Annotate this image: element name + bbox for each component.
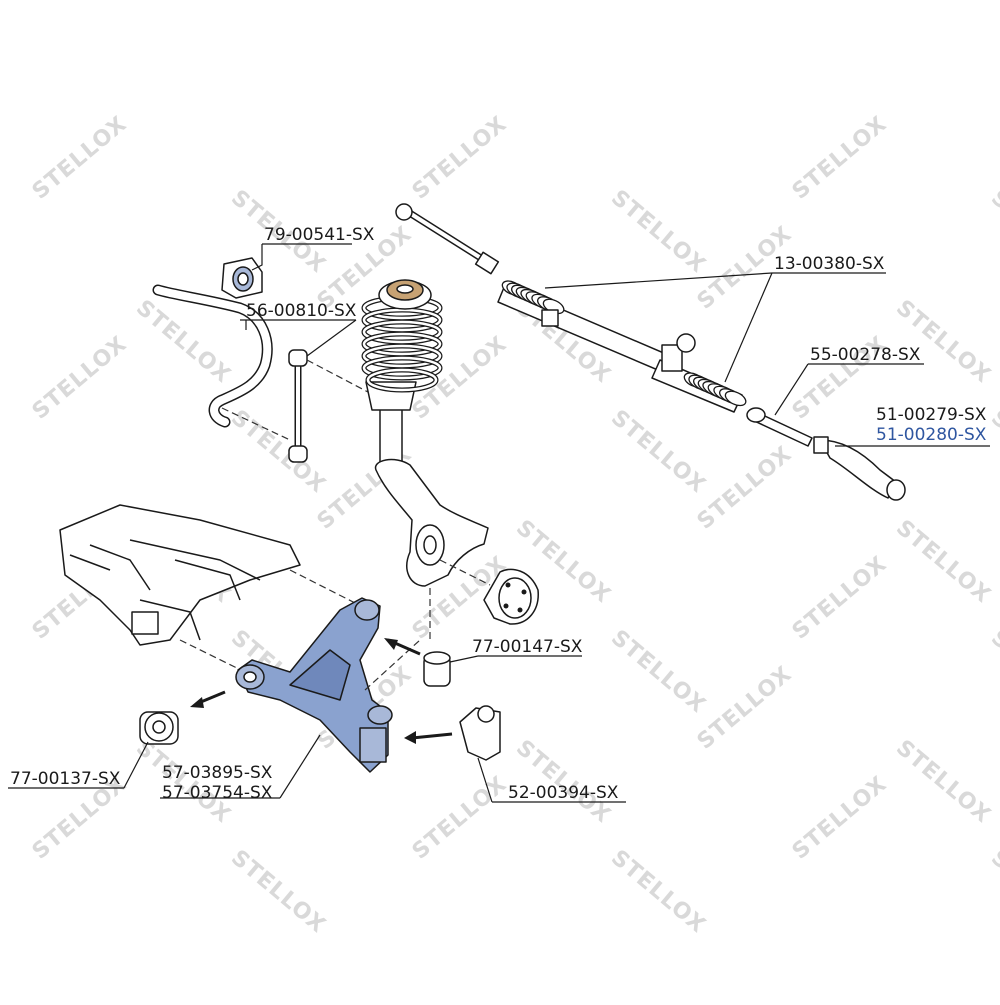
spring-coil: [362, 320, 442, 344]
part-labels: 79-00541-SX 56-00810-SX 13-00380-SX 55-0…: [10, 225, 987, 803]
label-control-arm-2: 57-03754-SX: [162, 783, 273, 803]
stabilizer-bushing-part: [221, 257, 263, 299]
label-arm-bushing-rear: 77-00137-SX: [10, 769, 121, 789]
tie-rod-end-part: [813, 436, 906, 501]
watermark-text: STELLOX: [986, 625, 1000, 718]
watermark-text: STELLOX: [408, 112, 512, 205]
spring-coil: [362, 344, 442, 368]
watermark-text: STELLOX: [788, 552, 892, 645]
watermark-text: STELLOX: [986, 185, 1000, 278]
label-arm-bushing-front: 77-00147-SX: [472, 637, 583, 657]
watermark-text: STELLOX: [891, 735, 995, 828]
leader-lines: [8, 243, 990, 803]
label-tie-rod: 55-00278-SX: [810, 345, 921, 365]
spring-coil: [362, 332, 442, 356]
label-stabilizer-link: 56-00810-SX: [246, 301, 357, 321]
spring-coil: [366, 368, 438, 392]
steering-knuckle: [374, 458, 491, 640]
watermark-text: STELLOX: [226, 405, 330, 498]
watermark-text: STELLOX: [511, 735, 615, 828]
watermark-text: STELLOX: [891, 515, 995, 608]
inner-tie-rod-part: [746, 407, 813, 447]
watermark-text: STELLOX: [606, 625, 710, 718]
watermark-text: STELLOX: [606, 405, 710, 498]
label-steering-rack: 13-00380-SX: [774, 254, 885, 274]
steering-rack-part: [497, 280, 747, 413]
watermark-text: STELLOX: [408, 772, 512, 865]
rack-boot-right: [683, 372, 747, 407]
watermark-text: STELLOX: [891, 295, 995, 388]
stabilizer-link-part: [288, 349, 369, 463]
watermark-text: STELLOX: [788, 112, 892, 205]
label-tie-rod-end-right: 51-00280-SX: [876, 425, 987, 445]
watermark-text: STELLOX: [28, 112, 132, 205]
coil-spring: [361, 295, 443, 393]
label-tie-rod-end-left: 51-00279-SX: [876, 405, 987, 425]
watermark-text: STELLOX: [788, 772, 892, 865]
label-stabilizer-bushing: 79-00541-SX: [264, 225, 375, 245]
watermark-text: STELLOX: [226, 845, 330, 938]
strut-assembly: [361, 279, 443, 476]
watermark-text: STELLOX: [606, 185, 710, 278]
watermark-text: STELLOX: [986, 405, 1000, 498]
label-ball-joint: 52-00394-SX: [508, 783, 619, 803]
lower-control-arm-part: [235, 597, 421, 773]
arm-bushing-rear-part: [139, 690, 226, 745]
left-tie-rod: [395, 203, 500, 275]
arm-bushing-front-part: [384, 638, 451, 687]
label-control-arm-1: 57-03895-SX: [162, 763, 273, 783]
spring-coil: [362, 308, 442, 332]
watermark-text: STELLOX: [693, 662, 797, 755]
stabilizer-bar: [152, 284, 291, 441]
boot-fold: [724, 390, 747, 407]
watermark-text: STELLOX: [606, 845, 710, 938]
watermark-text: STELLOX: [693, 442, 797, 535]
wheel-hub: [483, 568, 539, 625]
watermark-text: STELLOX: [28, 332, 132, 425]
subframe: [59, 504, 366, 673]
ball-joint-part: [404, 705, 501, 761]
spring-coil: [362, 356, 442, 380]
watermark-text: STELLOX: [131, 295, 235, 388]
watermark-text: STELLOX: [986, 845, 1000, 938]
